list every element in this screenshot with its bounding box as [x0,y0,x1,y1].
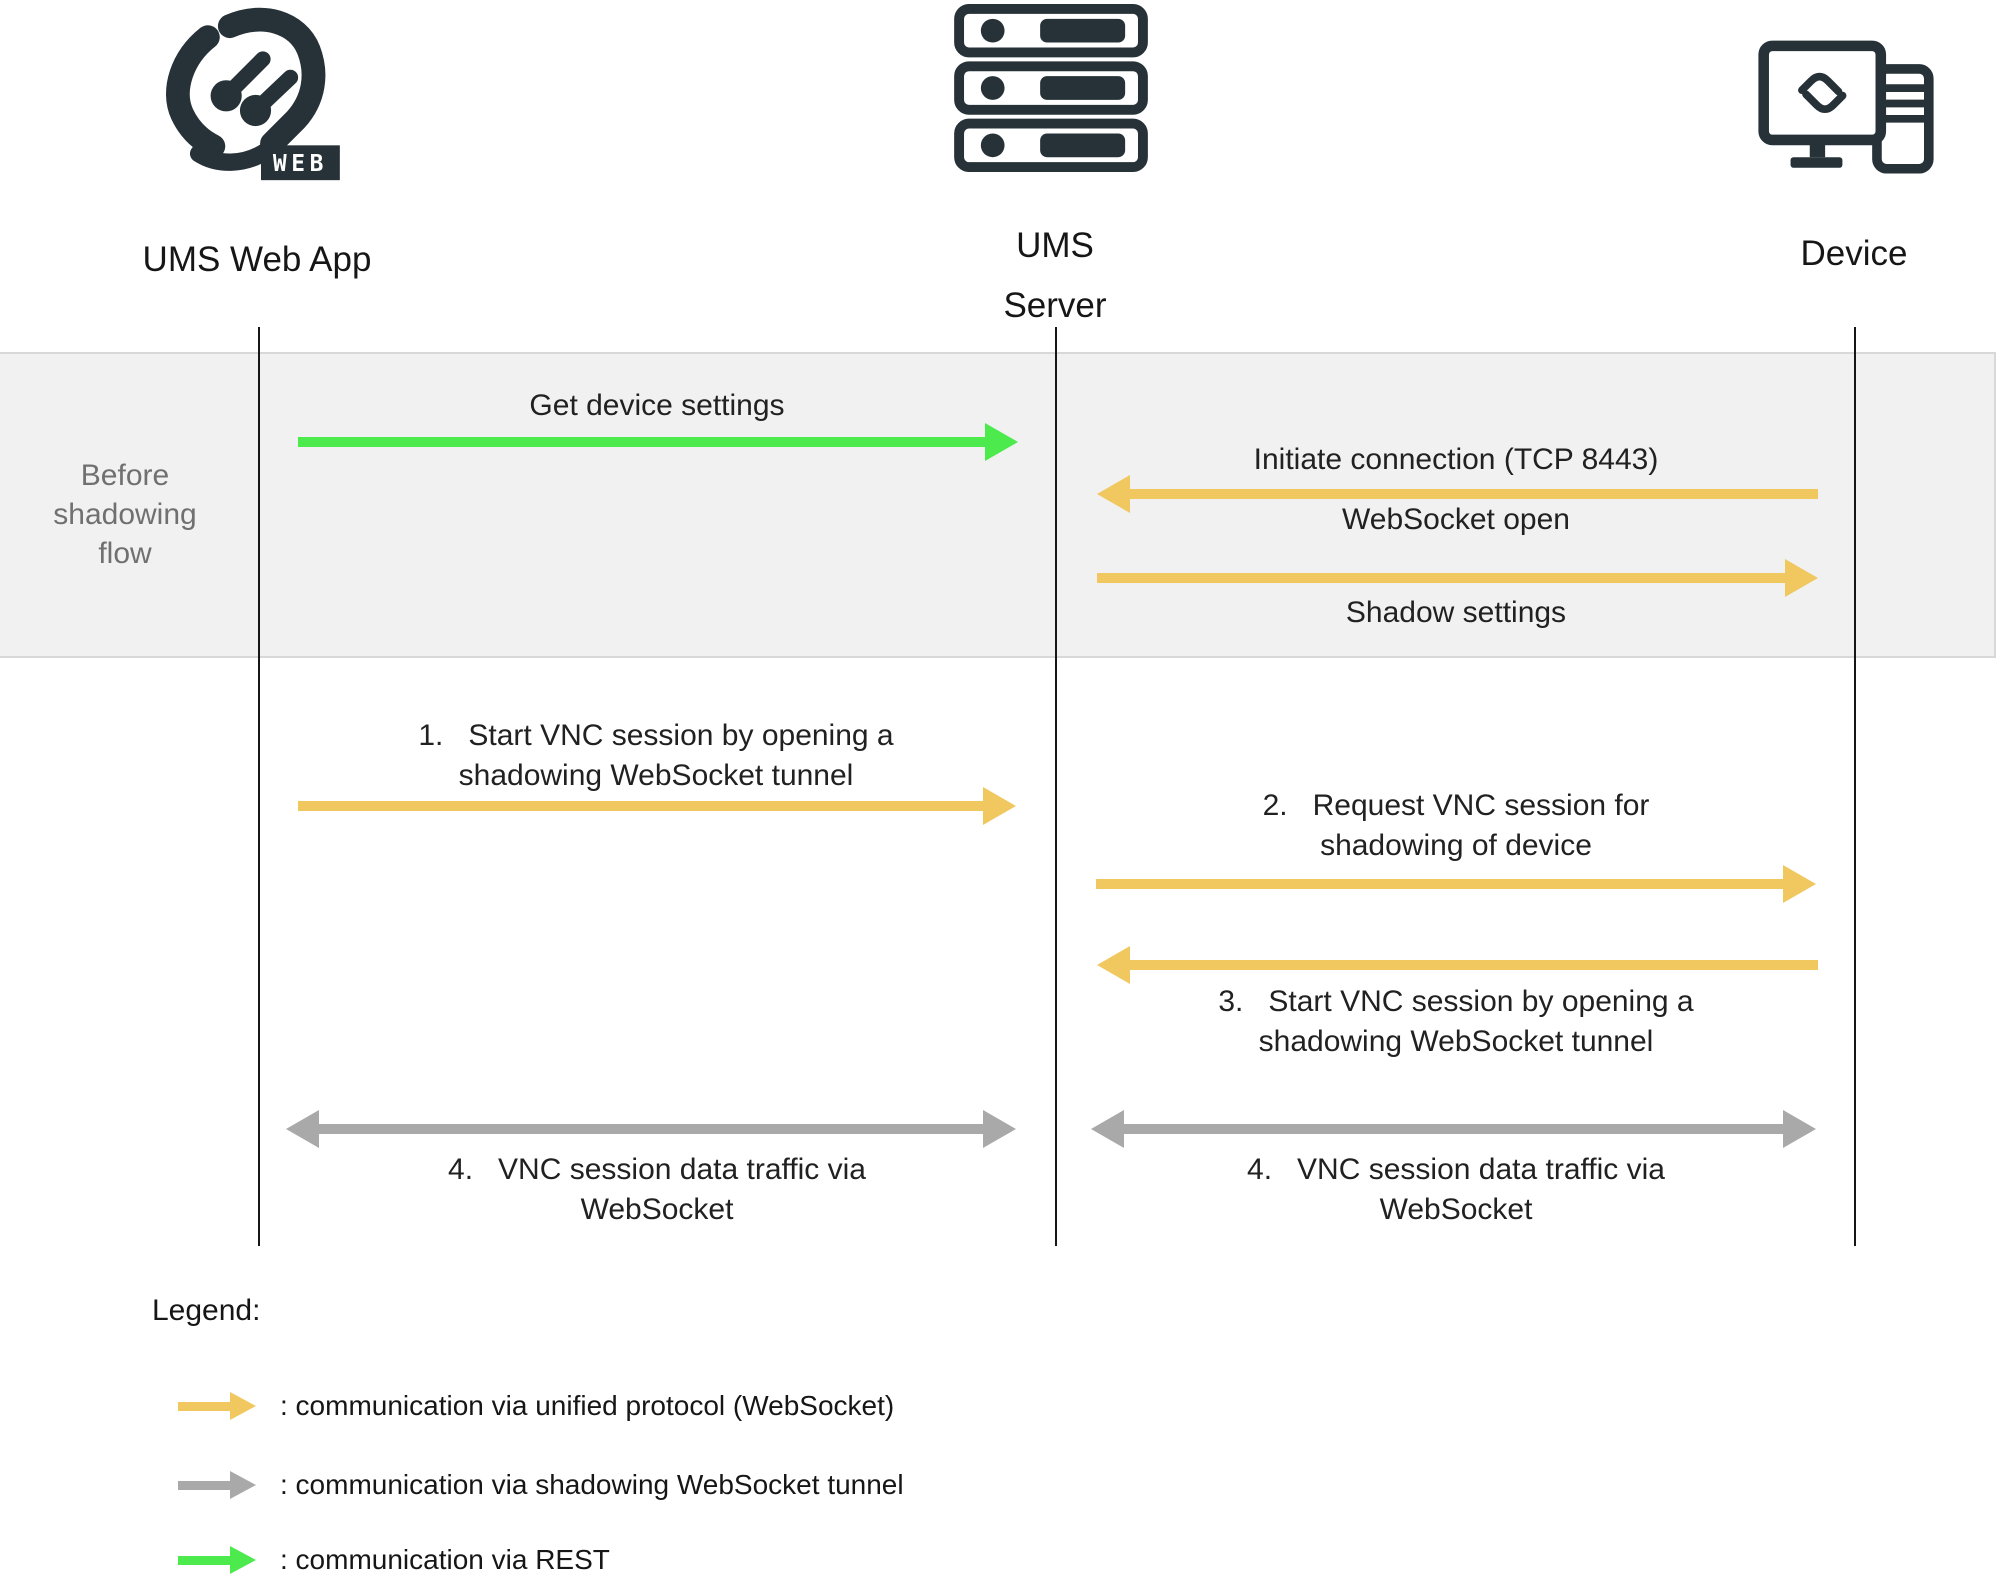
message-line: 4. VNC session data traffic via [1247,1153,1665,1186]
legend-tunnel-arrow-icon [178,1471,256,1499]
web-badge-label: WEB [273,151,328,177]
legend-item-label: : communication via shadowing WebSocket … [280,1469,904,1500]
arrow-step4-traffic-left [286,1110,1016,1148]
legend-item-label: : communication via REST [280,1544,610,1575]
message-line: 1. Start VNC session by opening a [418,719,894,752]
lifeline-ums-web-app [258,327,260,1246]
legend-item-shadowing-tunnel: : communication via shadowing WebSocket … [178,1467,904,1503]
legend-arrow-head-icon [230,1546,256,1574]
actor-label-ums-server-line1: UMS [1016,226,1094,265]
message-label-step1: 1. Start VNC session by opening a shadow… [306,716,1006,796]
legend-arrow-shaft [178,1401,230,1411]
actor-label-device: Device [1800,234,1908,273]
message-line: shadowing WebSocket tunnel [458,759,854,792]
arrow-shaft [1130,489,1818,499]
arrow-shaft [298,801,983,811]
legend-rest-arrow-icon [178,1546,256,1574]
arrow-shaft [319,1124,983,1134]
message-line: 4. VNC session data traffic via [448,1153,866,1186]
arrow-head-right-icon [1785,559,1818,597]
actor-label-ums-server-line2: Server [1003,286,1107,325]
message-label-step4-right: 4. VNC session data traffic via WebSocke… [1106,1150,1806,1230]
band-label-line2: shadowing [53,498,197,531]
legend-item-rest: : communication via REST [178,1542,610,1578]
legend-arrow-head-icon [230,1392,256,1420]
legend-arrow-shaft [178,1480,230,1490]
message-label-step3: 3. Start VNC session by opening a shadow… [1106,982,1806,1062]
before-shadowing-label: Before shadowing flow [15,456,235,573]
message-label-shadow-settings: Shadow settings [1106,593,1806,633]
arrow-shaft [1096,879,1783,889]
arrow-head-left-icon [286,1110,319,1148]
message-line: Shadow settings [1345,596,1567,629]
band-label-line1: Before [80,459,170,492]
legend-title: Legend: [152,1294,261,1327]
arrow-shaft [1130,960,1818,970]
arrow-head-left-icon [1097,946,1130,984]
arrow-shaft [1097,573,1785,583]
message-label-step2: 2. Request VNC session for shadowing of … [1106,786,1806,866]
arrow-shaft [1124,1124,1783,1134]
message-label-websocket-open: WebSocket open [1106,500,1806,540]
device-icon [1756,40,1948,190]
message-line: WebSocket [580,1193,734,1226]
actor-label-ums-server: UMS Server [880,216,1230,336]
legend-item-label: : communication via unified protocol (We… [280,1390,895,1421]
lifeline-device [1854,327,1856,1246]
ums-server-icon [953,4,1151,174]
message-line: shadowing of device [1320,829,1592,862]
legend-arrow-head-icon [230,1471,256,1499]
message-line: shadowing WebSocket tunnel [1258,1025,1654,1058]
arrow-head-left-icon [1097,475,1130,513]
arrow-head-left-icon [1091,1110,1124,1148]
message-label-step4-left: 4. VNC session data traffic via WebSocke… [307,1150,1007,1230]
message-line: Initiate connection (TCP 8443) [1253,443,1659,476]
arrow-step4-traffic-right [1091,1110,1816,1148]
arrow-head-right-icon [1783,865,1816,903]
message-line: Get device settings [529,389,785,422]
arrow-head-right-icon [983,1110,1016,1148]
legend-unified-arrow-icon [178,1392,256,1420]
message-line: WebSocket open [1342,503,1570,536]
legend-item-unified: : communication via unified protocol (We… [178,1388,894,1424]
before-shadowing-band [0,352,1996,658]
arrow-shadow-settings [1097,559,1818,597]
message-line: WebSocket [1379,1193,1533,1226]
arrow-shaft [298,437,985,447]
band-label-line3: flow [98,537,152,570]
arrow-initiate-connection [1097,475,1818,513]
arrow-get-device-settings [298,423,1018,461]
actor-label-ums-web-app: UMS Web App [142,240,372,279]
arrow-head-right-icon [1783,1110,1816,1148]
legend-arrow-shaft [178,1555,230,1565]
message-label-initiate-connection: Initiate connection (TCP 8443) [1106,440,1806,480]
message-line: 3. Start VNC session by opening a [1218,985,1694,1018]
arrow-step3-start-vnc [1097,946,1818,984]
arrow-head-right-icon [985,423,1018,461]
arrow-step2-request-vnc [1096,865,1816,903]
arrow-step1-start-vnc [298,787,1016,825]
arrow-head-right-icon [983,787,1016,825]
lifeline-ums-server [1055,327,1057,1246]
message-label-get-device-settings: Get device settings [307,386,1007,426]
ums-web-app-logo-icon: WEB [158,6,342,182]
message-line: 2. Request VNC session for [1262,789,1650,822]
